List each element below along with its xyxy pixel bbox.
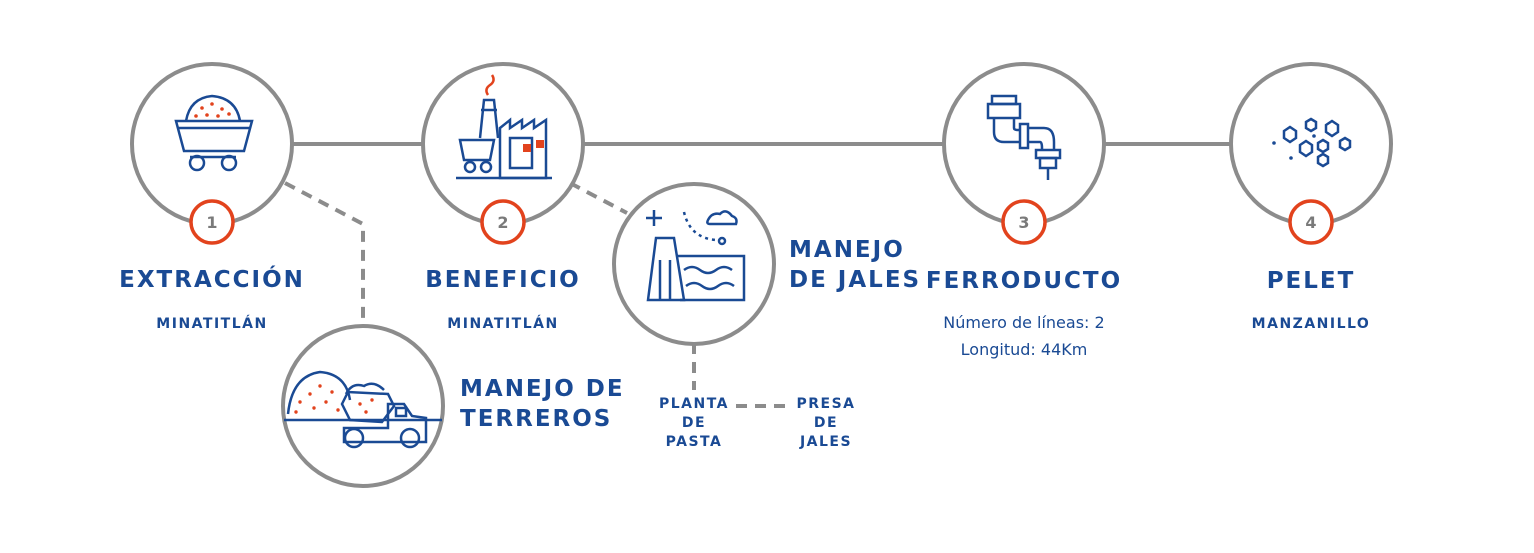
badge-2-number: 2: [497, 213, 508, 232]
jales-title: MANEJO DE JALES: [789, 235, 921, 295]
terreros-title-line-1: MANEJO DE: [460, 376, 625, 402]
pellets-icon: [1282, 117, 1352, 168]
planta-de-pasta-label: PLANTA DE PASTA: [659, 395, 729, 452]
badge-4: 4: [1288, 199, 1334, 245]
dump-truck-icon: [284, 370, 442, 449]
step-1-title: EXTRACCIÓN: [119, 267, 305, 293]
planta-line-3: PASTA: [665, 434, 723, 450]
step-1-subtitle: MINATITLÁN: [156, 316, 268, 332]
step-3-node: [942, 62, 1106, 226]
step-3-title: FERRODUCTO: [925, 268, 1123, 294]
step-4-title: PELET: [1266, 268, 1356, 294]
tailings-dam-icon: [646, 210, 746, 302]
badge-2: 2: [480, 199, 526, 245]
presa-line-3: JALES: [799, 434, 853, 450]
step-1-node: [130, 62, 294, 226]
factory-icon: [456, 98, 552, 180]
planta-line-1: PLANTA: [658, 396, 730, 412]
badge-3-number: 3: [1018, 213, 1029, 232]
jales-node: [612, 182, 776, 346]
dashed-connectors: [284, 181, 786, 408]
jales-title-line-2: DE JALES: [789, 267, 922, 293]
badge-1-number: 1: [206, 213, 217, 232]
step-4-subtitle: MANZANILLO: [1251, 316, 1371, 332]
planta-line-2: DE: [681, 415, 707, 431]
terreros-title: MANEJO DE TERREROS: [460, 374, 625, 434]
earth-dots: [294, 384, 374, 414]
jales-title-line-1: MANEJO: [789, 237, 905, 263]
presa-line-1: PRESA: [796, 396, 856, 412]
step-3-detail-lines: Número de líneas: 2: [943, 313, 1105, 332]
badge-1: 1: [189, 199, 235, 245]
step-2-title: BENEFICIO: [425, 267, 581, 293]
step-3-detail-length: Longitud: 44Km: [960, 340, 1088, 359]
pipe-icon: [986, 94, 1062, 180]
presa-de-jales-label: PRESA DE JALES: [796, 395, 855, 452]
terreros-node: [281, 324, 445, 488]
ore-dots: [194, 102, 231, 118]
smoke-icon: [485, 74, 495, 96]
step-2-subtitle: MINATITLÁN: [447, 316, 559, 332]
badge-4-number: 4: [1305, 213, 1316, 232]
presa-line-2: DE: [813, 415, 839, 431]
pellet-dots: [1272, 134, 1316, 160]
terreros-title-line-2: TERREROS: [460, 406, 613, 432]
badge-3: 3: [1001, 199, 1047, 245]
mine-cart-icon: [174, 94, 254, 172]
